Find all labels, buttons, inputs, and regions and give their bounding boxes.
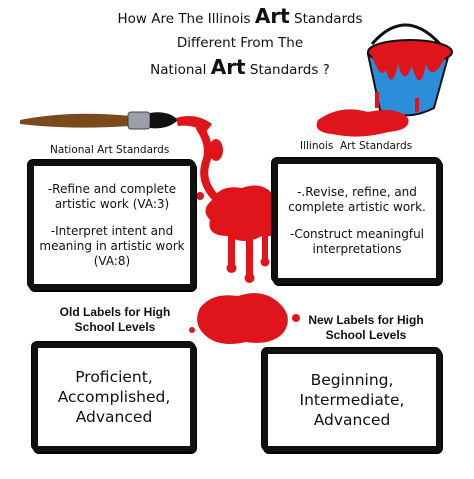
- national-standards-label: National Art Standards: [50, 144, 170, 156]
- illinois-standards-box: -.Revise, refine, and complete artistic …: [272, 158, 442, 284]
- title-line-1: How Are The Illinois Art Standards: [117, 4, 363, 28]
- illinois-standard-item: -Construct meaningful interpretations: [289, 227, 425, 256]
- title-line-3: National Art Standards ?: [150, 55, 330, 79]
- national-standard-item: -Refine and complete artistic work (VA:3…: [47, 181, 177, 211]
- old-levels-text: Proficient, Accomplished, Advanced: [57, 368, 171, 426]
- national-standard-item: -Interpret intent and meaning in artisti…: [39, 223, 185, 268]
- new-levels-text: Beginning, Intermediate, Advanced: [299, 371, 405, 429]
- new-labels-box: Beginning, Intermediate, Advanced: [262, 348, 442, 452]
- national-standards-box: -Refine and complete artistic work (VA:3…: [28, 160, 196, 290]
- paintbrush-icon: [20, 111, 212, 132]
- paint-bucket-icon: [366, 23, 453, 117]
- old-labels-box: Proficient, Accomplished, Advanced: [32, 342, 196, 452]
- new-labels-heading: New Labels for High School Levels: [308, 313, 424, 342]
- title-line-2: Different From The: [176, 35, 304, 51]
- illinois-standard-item: -.Revise, refine, and complete artistic …: [288, 185, 426, 214]
- old-labels-heading: Old Labels for High School Levels: [59, 305, 171, 334]
- illinois-standards-label: Illinois Art Standards: [300, 140, 413, 152]
- page-title: How Are The Illinois Art Standards Diffe…: [60, 4, 420, 82]
